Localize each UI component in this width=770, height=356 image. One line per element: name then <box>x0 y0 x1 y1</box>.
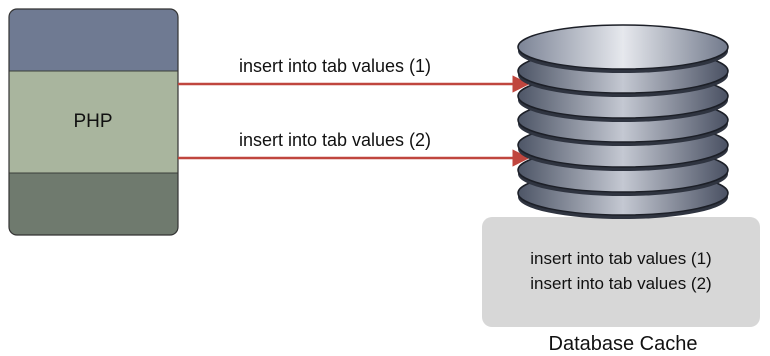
arrow-2-label: insert into tab values (2) <box>239 130 431 150</box>
arrow-2: insert into tab values (2) <box>178 130 530 167</box>
php-block: PHP <box>8 8 179 236</box>
database-disk <box>517 24 729 73</box>
php-block-middle <box>9 71 178 173</box>
cache-box <box>482 217 760 327</box>
php-label: PHP <box>73 111 112 132</box>
database-icon <box>517 24 729 219</box>
php-block-bottom <box>9 173 178 235</box>
cache-line-1: insert into tab values (1) <box>530 249 711 268</box>
arrow-1: insert into tab values (1) <box>178 56 530 93</box>
php-block-top <box>9 9 178 71</box>
database-label: Database Cache <box>549 333 698 355</box>
cache-line-2: insert into tab values (2) <box>530 274 711 293</box>
arrow-1-label: insert into tab values (1) <box>239 56 431 76</box>
